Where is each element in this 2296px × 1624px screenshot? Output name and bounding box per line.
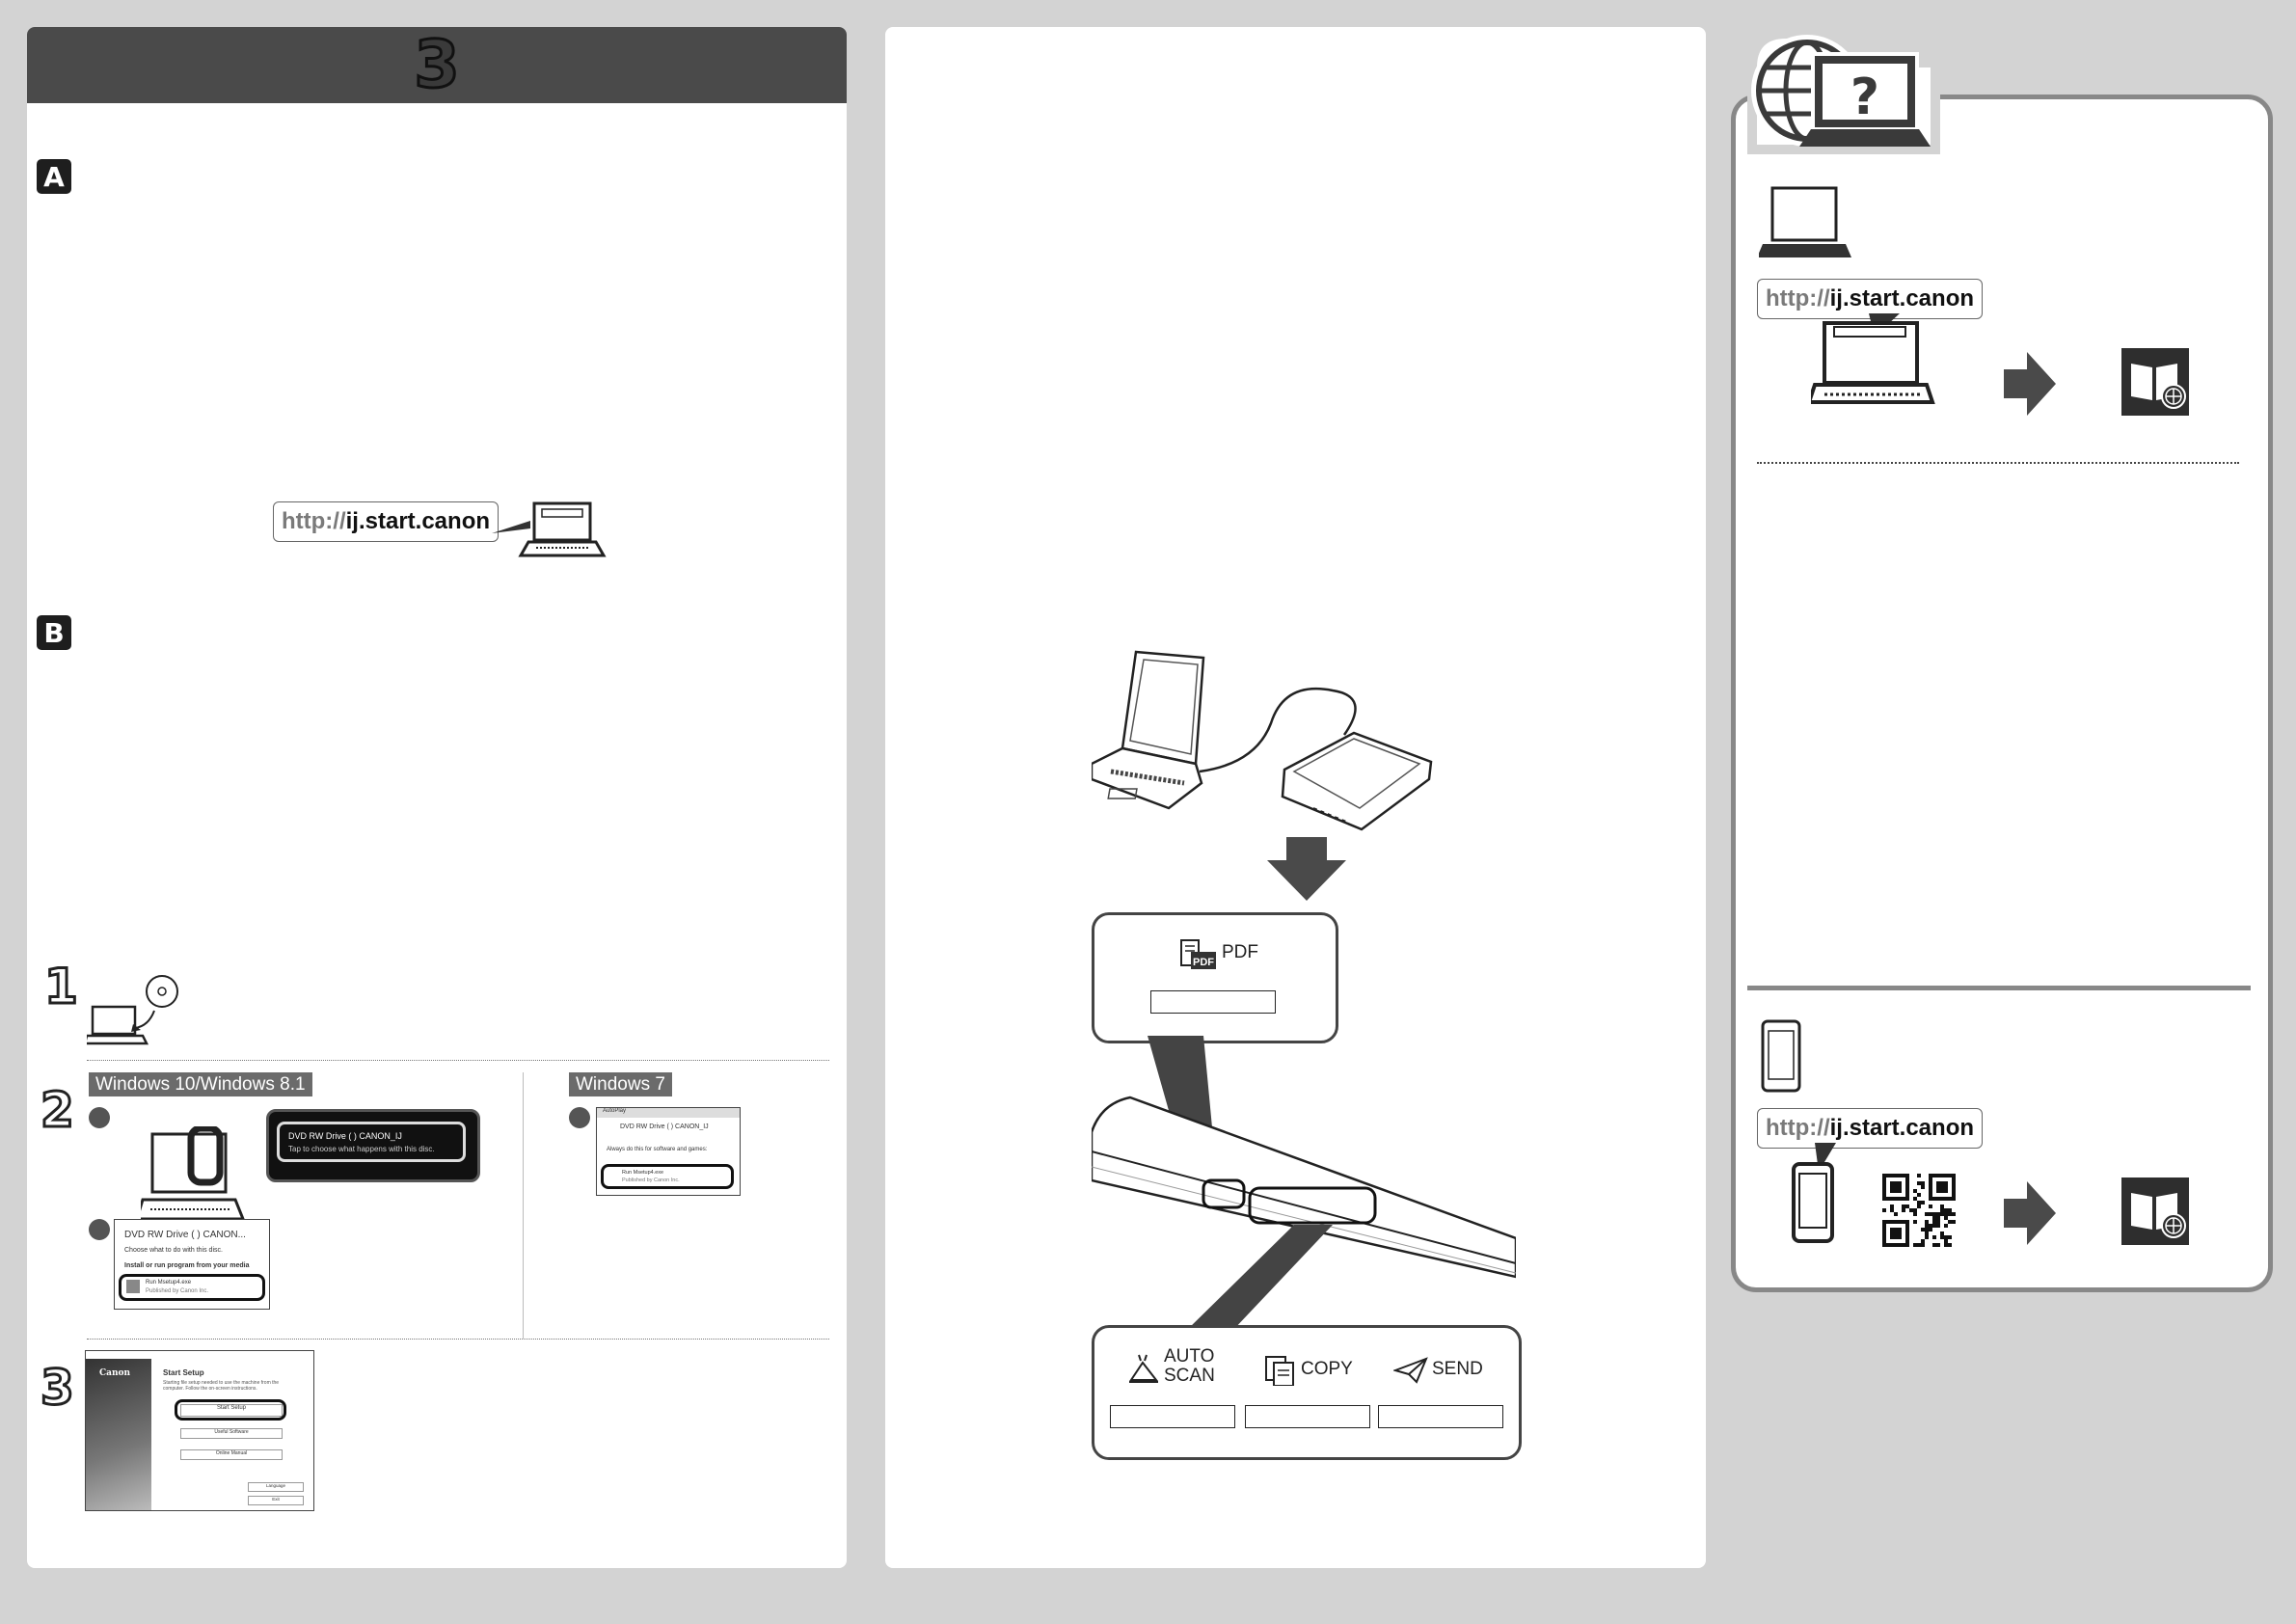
os-label-win10: Windows 10/Windows 8.1 (89, 1072, 312, 1096)
send-button[interactable] (1378, 1405, 1503, 1428)
svg-text:PDF: PDF (1193, 957, 1214, 968)
arrow-down-icon (1267, 837, 1346, 901)
os-column-divider (523, 1072, 524, 1339)
pdf-icon: PDF (1180, 939, 1216, 969)
dialog-highlight (119, 1274, 265, 1301)
section-b-badge: B (37, 615, 71, 650)
dialog-line1: Choose what to do with this disc. (124, 1247, 223, 1254)
step-1-number: 1 (43, 959, 80, 1015)
step-header-bar: 3 (27, 27, 847, 103)
url-prefix: http:// (282, 508, 346, 534)
language-button[interactable]: Language (248, 1482, 304, 1492)
auto-label-line1: AUTO (1164, 1346, 1215, 1367)
pdf-button[interactable] (1150, 990, 1276, 1014)
win10-dialog: DVD RW Drive ( ) CANON... Choose what to… (114, 1219, 270, 1310)
step-3-number: 3 (40, 1360, 76, 1416)
pc-url-box[interactable]: http://ij.start.canon (1757, 279, 1984, 319)
os-label-win7: Windows 7 (569, 1072, 672, 1096)
auto-label-line2: SCAN (1164, 1366, 1215, 1386)
start-setup-screen: Canon Start Setup Starting file setup ne… (85, 1350, 314, 1511)
step-divider-2 (87, 1339, 829, 1340)
laptop-icon (1759, 186, 1851, 257)
start-setup-button[interactable]: Start Setup (180, 1404, 283, 1417)
auto-scan-label: AUTO SCAN (1164, 1347, 1215, 1386)
laptop-scanner-illustration (1092, 650, 1433, 831)
pdf-callout: PDF PDF (1092, 912, 1338, 1043)
setup-title: Start Setup (163, 1368, 204, 1377)
pc-url-host: ij.start.canon (1829, 285, 1975, 311)
autoplay-item[interactable]: Run Msetup4.exe (622, 1170, 664, 1176)
laptop-disc-icon (87, 975, 178, 1045)
win7-autoplay-dialog: AutoPlay DVD RW Drive ( ) CANON_IJ Alway… (596, 1107, 741, 1196)
step-header-number: 3 (413, 27, 461, 103)
autoplay-highlight (601, 1164, 734, 1189)
dialog-item-sub: Published by Canon Inc. (146, 1288, 209, 1294)
manual-book-icon[interactable] (2121, 348, 2189, 416)
globe-question-icon: ? (1747, 29, 1940, 154)
url-host: ij.start.canon (345, 508, 491, 534)
dialog-title: DVD RW Drive ( ) CANON... (124, 1230, 246, 1240)
copy-button[interactable] (1245, 1405, 1370, 1428)
laptop-touch-icon (141, 1126, 246, 1221)
mobile-url-prefix: http:// (1766, 1115, 1830, 1141)
section-divider-dotted (1757, 462, 2239, 464)
scan-buttons-callout: AUTO SCAN COPY SEND (1092, 1325, 1522, 1460)
middle-panel: PDF PDF AUTO SCAN COPY (885, 27, 1706, 1568)
scanner-front-view (1092, 1036, 1516, 1331)
online-manual-button[interactable]: Online Manual (180, 1449, 283, 1460)
qr-code-icon[interactable] (1882, 1174, 1956, 1247)
laptop-browser-icon (1811, 313, 1935, 404)
manual-book-icon[interactable] (2121, 1177, 2189, 1245)
section-divider-solid (1747, 986, 2251, 990)
dialog-item[interactable]: Run Msetup4.exe (146, 1280, 192, 1286)
setup-desc: Starting file setup needed to use the ma… (163, 1380, 280, 1392)
copy-label: COPY (1301, 1359, 1353, 1379)
smartphone-link-icon (1792, 1143, 1836, 1243)
canon-logo: Canon (99, 1368, 131, 1378)
step-2-number: 2 (40, 1082, 76, 1138)
left-panel: 3 A http://ij.start.canon B 1 2 Windows … (27, 27, 847, 1568)
bullet-a-win7 (569, 1107, 590, 1128)
step-divider (87, 1060, 829, 1061)
section-a-badge: A (37, 159, 71, 194)
right-panel: http://ij.start.canon http://ij.start.ca… (1731, 95, 2273, 1292)
auto-scan-icon (1129, 1354, 1159, 1383)
autoplay-check[interactable]: Always do this for software and games: (607, 1147, 708, 1152)
autoplay-item-sub: Published by Canon Inc. (622, 1177, 680, 1183)
dialog-line2: Install or run program from your media (124, 1262, 250, 1269)
copy-icon (1265, 1356, 1294, 1386)
laptop-icon (492, 501, 607, 557)
bullet-b (89, 1219, 110, 1240)
exit-button[interactable]: Exit (248, 1496, 304, 1505)
auto-scan-button[interactable] (1110, 1405, 1235, 1428)
mobile-url-box[interactable]: http://ij.start.canon (1757, 1108, 1984, 1149)
arrow-right-icon (2004, 1181, 2056, 1245)
pc-url-prefix: http:// (1766, 285, 1830, 311)
start-setup-highlight (175, 1399, 286, 1421)
toast-title: DVD RW Drive ( ) CANON_IJ (288, 1131, 402, 1141)
arrow-right-icon (2004, 352, 2056, 416)
autoplay-title: AutoPlay (597, 1108, 740, 1118)
url-box-section-a[interactable]: http://ij.start.canon (273, 501, 500, 542)
useful-software-button[interactable]: Useful Software (180, 1428, 283, 1439)
send-icon (1393, 1357, 1428, 1384)
setup-icon (126, 1280, 140, 1293)
send-label: SEND (1432, 1359, 1483, 1379)
win10-toast[interactable]: DVD RW Drive ( ) CANON_IJ Tap to choose … (266, 1109, 480, 1182)
mobile-url-host: ij.start.canon (1829, 1115, 1975, 1141)
question-icon: ? (1850, 68, 1879, 126)
setup-sidebar-image (86, 1359, 151, 1510)
pdf-label: PDF (1222, 942, 1258, 962)
toast-subtitle: Tap to choose what happens with this dis… (288, 1145, 435, 1153)
toast-highlight (277, 1122, 466, 1162)
autoplay-drive: DVD RW Drive ( ) CANON_IJ (620, 1123, 709, 1130)
smartphone-icon (1761, 1019, 1801, 1093)
bullet-a (89, 1107, 110, 1128)
